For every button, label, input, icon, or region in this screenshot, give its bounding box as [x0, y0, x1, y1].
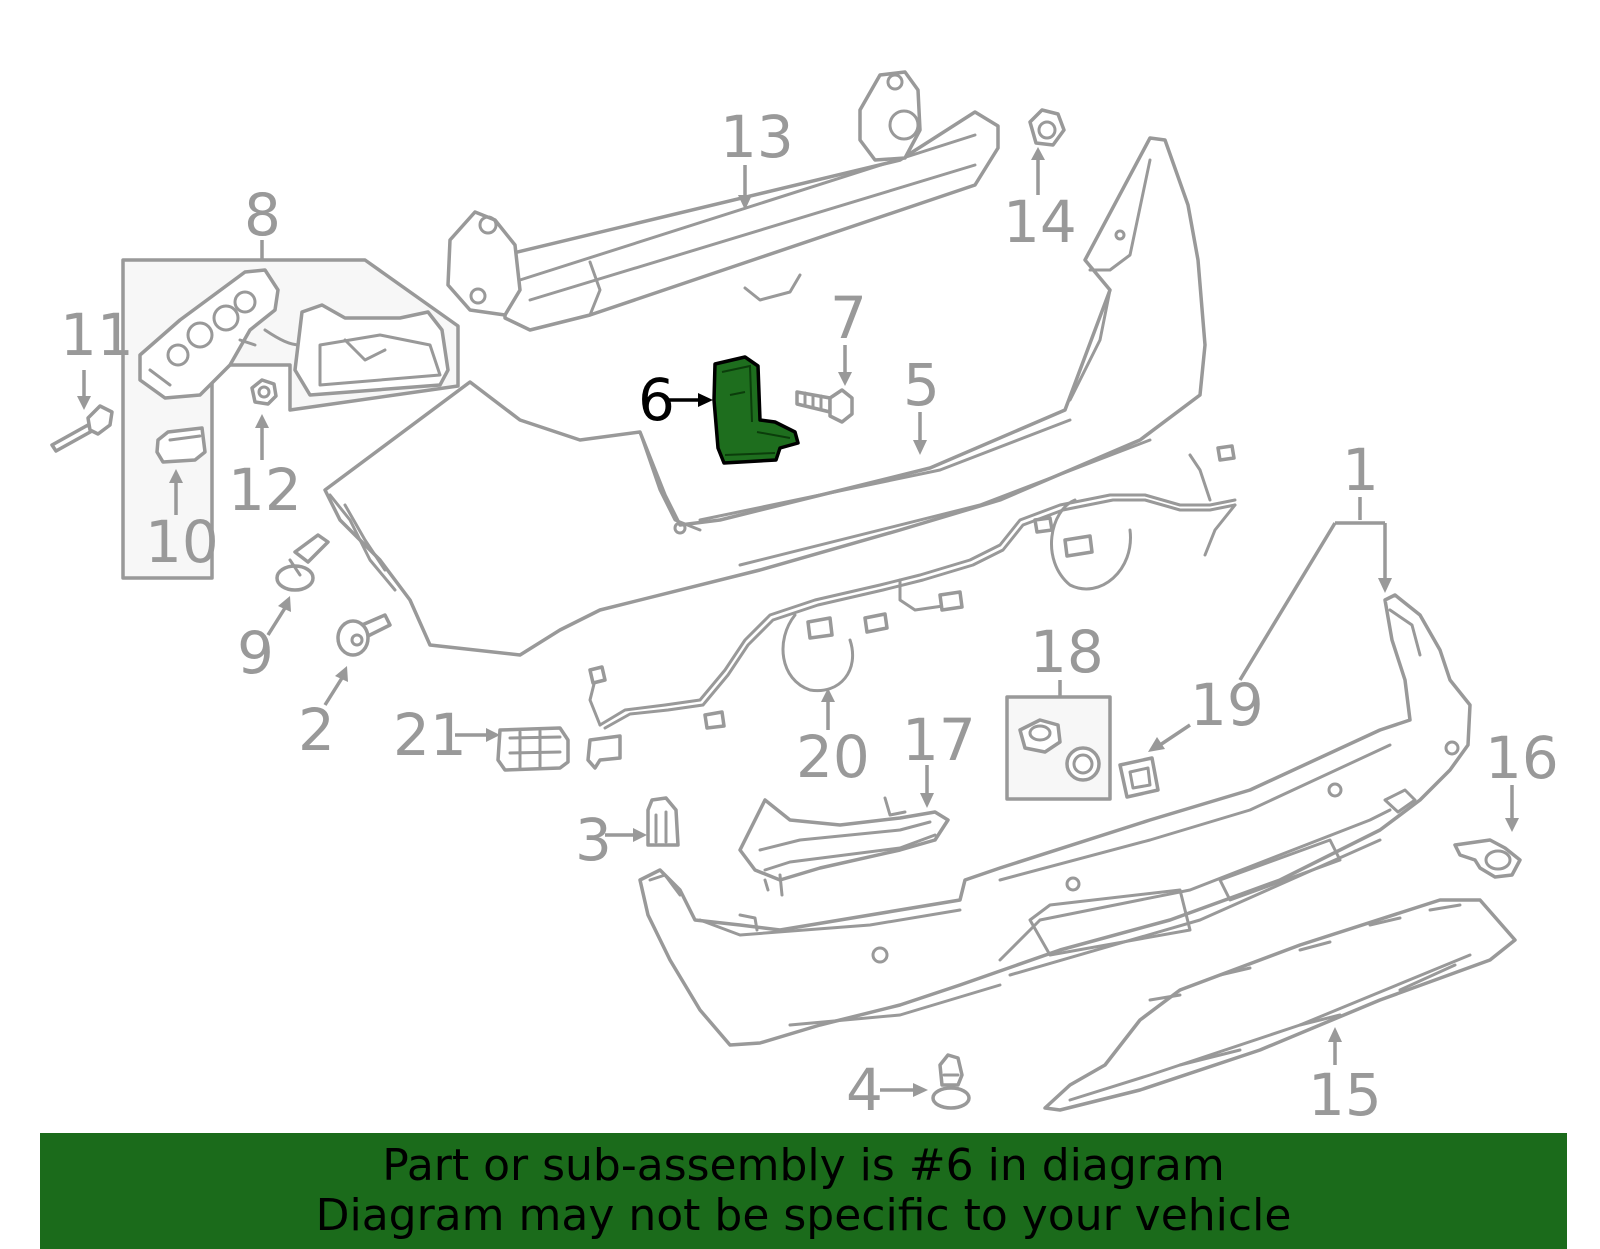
part-16-cap[interactable] [1453, 838, 1522, 879]
part-18-sensor-kit[interactable] [1005, 695, 1112, 801]
part-11-pushpin[interactable] [50, 404, 114, 453]
callout-19: 19 [1190, 671, 1264, 739]
part-2-fastener[interactable] [336, 613, 392, 657]
part-13-reinforcement-bar[interactable] [446, 70, 1000, 332]
part-3-clip[interactable] [646, 796, 680, 847]
info-banner: Part or sub-assembly is #6 in diagram Di… [40, 1133, 1567, 1249]
part-20-wiring-harness[interactable] [586, 444, 1237, 770]
callout-6: 6 [638, 366, 675, 434]
part-12-nut[interactable] [250, 378, 278, 406]
callout-16: 16 [1485, 724, 1559, 792]
callout-15: 15 [1308, 1061, 1382, 1129]
callout-13: 13 [720, 103, 794, 171]
callout-1: 1 [1342, 436, 1379, 504]
callout-21: 21 [393, 701, 467, 769]
part-10-clip[interactable] [155, 426, 207, 464]
callout-2: 2 [298, 696, 335, 764]
callout-9: 9 [237, 619, 274, 687]
callout-11: 11 [60, 301, 134, 369]
part-7-bolt[interactable] [795, 388, 854, 424]
part-17-reflector-bracket[interactable] [738, 796, 950, 897]
callout-20: 20 [796, 723, 870, 791]
callout-numbers: 13 14 8 11 12 10 7 5 6 9 2 1 18 19 21 20… [60, 103, 1559, 1129]
part-14-nut[interactable] [1028, 108, 1066, 147]
callout-14: 14 [1003, 188, 1077, 256]
callout-12: 12 [228, 456, 302, 524]
callout-18: 18 [1030, 618, 1104, 686]
callout-3: 3 [575, 806, 612, 874]
part-1-lower-fascia[interactable] [638, 593, 1472, 1047]
callout-5: 5 [903, 351, 940, 419]
callout-10: 10 [145, 508, 219, 576]
callout-4: 4 [846, 1056, 883, 1124]
part-19-bezel[interactable] [1118, 756, 1160, 799]
banner-line-1: Part or sub-assembly is #6 in diagram [382, 1140, 1225, 1191]
callout-7: 7 [830, 284, 867, 352]
banner-line-2: Diagram may not be specific to your vehi… [315, 1190, 1292, 1241]
part-8-lamp-assembly[interactable] [121, 258, 460, 580]
part-4-pushpin[interactable] [931, 1053, 971, 1110]
callout-17: 17 [902, 706, 976, 774]
leader-lines [77, 147, 1519, 1097]
part-5-bumper-fascia[interactable] [323, 136, 1207, 657]
callout-8: 8 [244, 181, 281, 249]
part-15-skid-plate[interactable] [1043, 898, 1517, 1112]
part-6-bracket-highlighted[interactable] [712, 355, 800, 465]
part-21-module[interactable] [496, 726, 570, 772]
part-9-fastener[interactable] [275, 533, 330, 592]
